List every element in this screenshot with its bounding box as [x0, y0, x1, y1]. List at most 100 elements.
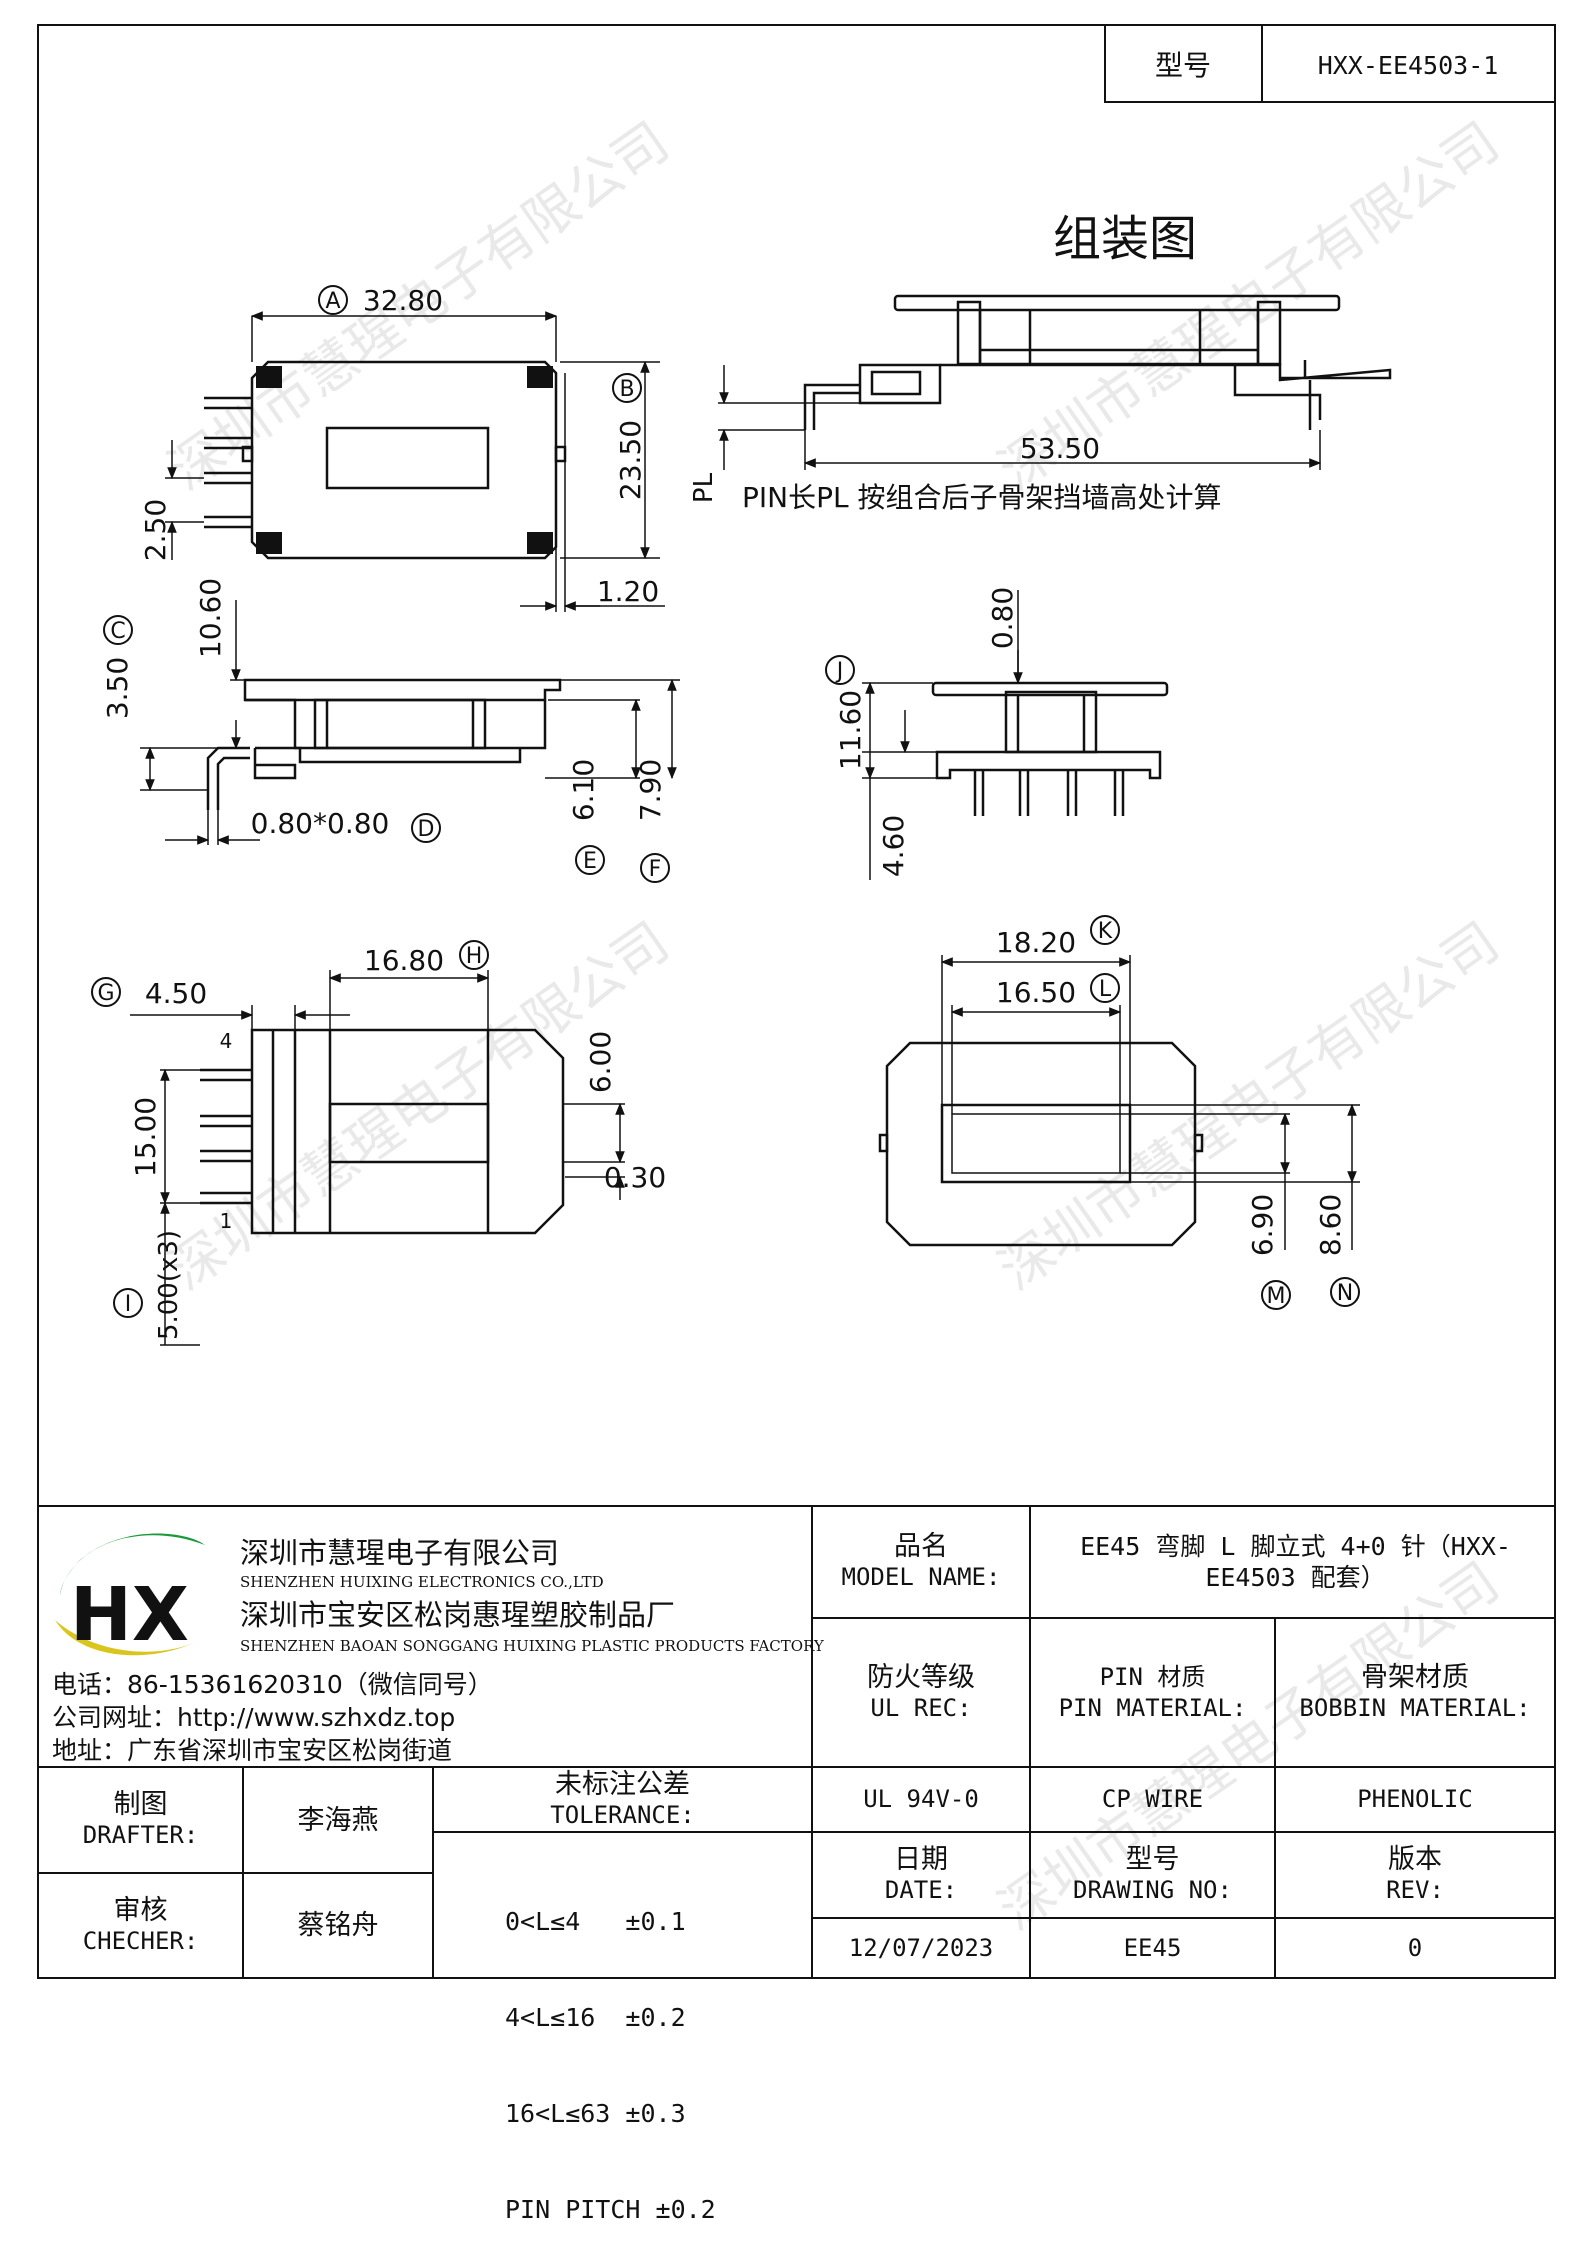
- model-box-label: 型号: [1155, 49, 1211, 82]
- dim-J: 11.60: [834, 690, 867, 770]
- tolerance-values: 0<L≤4 ±0.1 4<L≤16 ±0.2 16<L≤63 ±0.3 PIN …: [505, 1842, 716, 2258]
- dim-G: 4.50: [145, 977, 207, 1010]
- cross-section-dims: [940, 955, 1360, 1250]
- factory-name-cn: 深圳市宝安区松岗惠瑆塑胶制品厂: [240, 1598, 676, 1632]
- subbobbin-dims: [862, 590, 1023, 880]
- checker-label-cn: 审核: [113, 1894, 168, 1926]
- dim-1-20: 1.20: [597, 575, 659, 608]
- dim-6-00: 6.00: [584, 1031, 617, 1093]
- label-J: J: [835, 659, 844, 684]
- model-name-value-text: EE45 弯脚 L 脚立式 4+0 针（HXX-EE4503 配套）: [1080, 1532, 1511, 1592]
- dim-0-30: 0.30: [604, 1161, 666, 1194]
- dim-53-50: 53.50: [1020, 432, 1100, 465]
- tolerance-line: PIN PITCH ±0.2: [505, 2195, 716, 2224]
- label-I: I: [125, 1292, 132, 1317]
- ul-label: 防火等级 UL REC:: [812, 1618, 1030, 1767]
- drawing-no-label-en: DRAWING NO:: [1073, 1876, 1232, 1904]
- bobbin-material-label-en: BOBBIN MATERIAL:: [1299, 1693, 1531, 1722]
- company-name-en: SHENZHEN HUIXING ELECTRONICS CO.,LTD: [240, 1573, 604, 1591]
- label-E: E: [583, 849, 597, 874]
- subbobbin-view: [931, 681, 1169, 816]
- tolerance-line: 16<L≤63 ±0.3: [505, 2099, 686, 2128]
- label-A: A: [325, 289, 340, 314]
- rev-label-cn: 版本: [1388, 1844, 1442, 1875]
- ul-value-text: UL 94V-0: [863, 1785, 979, 1813]
- bottom-view-dims: [130, 970, 625, 1346]
- dim-4-60: 4.60: [877, 815, 910, 877]
- company-address: 地址：广东省深圳市宝安区松岗街道: [52, 1736, 453, 1765]
- dim-pitch-top: 2.50: [139, 499, 172, 561]
- date-label-en: DATE:: [884, 1876, 958, 1904]
- top-view: [204, 360, 567, 612]
- checker-value-text: 蔡铭舟: [297, 1910, 379, 1941]
- drawing-no-value: EE45: [1030, 1918, 1275, 1978]
- pin-material-value: CP WIRE: [1030, 1767, 1275, 1832]
- cross-section-labels: 18.20 K 16.50 L 6.90 8.60 M N: [996, 915, 1360, 1310]
- dim-15-00: 15.00: [129, 1097, 162, 1177]
- pin-number-4: 4: [220, 1029, 233, 1053]
- tolerance-label-en: TOLERANCE:: [550, 1800, 695, 1829]
- side-view: [206, 678, 562, 810]
- rev-label: 版本 REV:: [1275, 1832, 1555, 1918]
- tolerance-label-cn: 未标注公差: [555, 1768, 690, 1800]
- title-block-grid: [38, 1505, 1555, 1978]
- tolerance-line: 4<L≤16 ±0.2: [505, 2003, 686, 2032]
- label-G: G: [97, 981, 114, 1006]
- checker-label: 审核 CHECHER:: [38, 1873, 243, 1978]
- label-D: D: [418, 817, 435, 842]
- dim-H: 16.80: [364, 944, 444, 977]
- company-phone: 电话：86-15361620310（微信同号）: [52, 1670, 493, 1699]
- dim-M: 6.90: [1246, 1194, 1279, 1256]
- model-box: 型号 HXX-EE4503-1: [1104, 24, 1556, 103]
- drafter-value-text: 李海燕: [297, 1804, 379, 1836]
- assembly-dims: [718, 365, 1322, 470]
- label-C: C: [110, 619, 125, 644]
- drafter-label-cn: 制图: [113, 1789, 168, 1820]
- bottom-view-labels: G 4.50 16.80 H 4 1 15.00 I 5.00(x3) 6.00…: [91, 940, 666, 1340]
- model-name-label-en: MODEL NAME:: [841, 1563, 1001, 1591]
- date-label: 日期 DATE:: [812, 1832, 1030, 1918]
- assembly-title: 组装图: [1053, 211, 1197, 267]
- dim-0-80: 0.80: [986, 587, 1019, 649]
- drawing-sheet: 型号 HXX-EE4503-1: [37, 24, 1556, 1979]
- bottom-view: [200, 1028, 565, 1235]
- label-F: F: [649, 857, 662, 882]
- dim-PL: PL: [689, 472, 719, 503]
- label-B: B: [619, 377, 634, 402]
- dim-B: 23.50: [614, 420, 647, 500]
- dim-A: 32.80: [363, 284, 443, 317]
- bobbin-material-label-cn: 骨架材质: [1361, 1661, 1469, 1693]
- dim-F: 7.90: [634, 759, 667, 821]
- company-name-cn: 深圳市慧瑆电子有限公司: [240, 1536, 560, 1570]
- date-value-text: 12/07/2023: [848, 1933, 994, 1962]
- model-name-value: EE45 弯脚 L 脚立式 4+0 针（HXX-EE4503 配套）: [1036, 1506, 1555, 1618]
- sheet-border: [37, 24, 1556, 1979]
- drafter-value: 李海燕: [243, 1767, 433, 1873]
- rev-value-text: 0: [1407, 1933, 1423, 1962]
- top-view-dims: [165, 311, 665, 611]
- dim-D: 0.80*0.80: [251, 807, 390, 840]
- ul-label-en: UL REC:: [870, 1693, 972, 1722]
- bobbin-material-value: PHENOLIC: [1275, 1767, 1555, 1832]
- pin-material-label-en: PIN MATERIAL:: [1058, 1693, 1247, 1722]
- model-box-value: HXX-EE4503-1: [1318, 51, 1499, 80]
- label-N: N: [1337, 1281, 1353, 1306]
- dim-E: 6.10: [567, 759, 600, 821]
- dim-I: 5.00(x3): [154, 1230, 184, 1340]
- pin-material-label-cn: PIN 材质: [1099, 1662, 1206, 1691]
- drafter-label: 制图 DRAFTER:: [38, 1767, 243, 1873]
- pin-material-label: PIN 材质 PIN MATERIAL:: [1030, 1618, 1275, 1767]
- assembly-note: PIN长PL 按组合后子骨架挡墙高处计算: [742, 481, 1221, 514]
- model-name-label: 品名 MODEL NAME:: [812, 1506, 1030, 1618]
- tolerance-line: 0<L≤4 ±0.1: [505, 1907, 686, 1936]
- assembly-view: [803, 294, 1392, 430]
- dim-N: 8.60: [1314, 1194, 1347, 1256]
- pin-material-value-text: CP WIRE: [1101, 1785, 1204, 1813]
- label-M: M: [1267, 1284, 1286, 1309]
- label-K: K: [1098, 919, 1113, 944]
- drafter-label-en: DRAFTER:: [82, 1821, 199, 1849]
- side-view-labels: C 3.50 10.60 0.80*0.80 D 6.10 7.90 E F: [101, 578, 670, 883]
- top-view-labels: A 32.80 B 23.50 2.50 1.20: [139, 284, 659, 608]
- drawing-no-label-cn: 型号: [1125, 1844, 1180, 1875]
- dim-C: 3.50: [101, 657, 134, 719]
